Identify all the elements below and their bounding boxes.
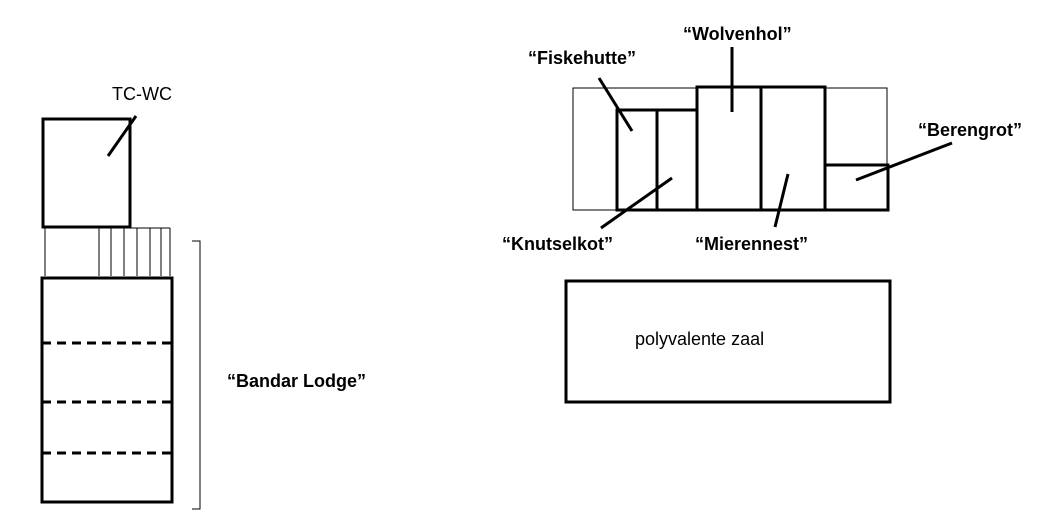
tc-wc-building (41, 117, 132, 229)
room-knutselkot (655, 108, 699, 212)
berengrot-label: “Berengrot” (918, 120, 1022, 140)
tc-wc-label: TC-WC (112, 84, 172, 104)
bandar-lodge-room-dividers (42, 341, 172, 455)
polyvalente-zaal-label: polyvalente zaal (635, 329, 764, 349)
tc-wc-pointer (106, 115, 138, 157)
polyvalente-zaal-building (564, 279, 892, 404)
outer-building-outline (572, 87, 888, 211)
fiskehutte-label: “Fiskehutte” (528, 48, 636, 68)
knutselkot-pointer (600, 176, 673, 230)
room-wolvenhol (695, 85, 763, 212)
room-outlines (615, 85, 890, 212)
fiskehutte-pointer (597, 77, 634, 132)
room-mierennest (759, 85, 827, 212)
room-fiskehutte (615, 108, 659, 212)
wolvenhol-label: “Wolvenhol” (683, 24, 792, 44)
room-pointers (597, 47, 953, 230)
berengrot-pointer (855, 141, 953, 182)
bandar-lodge-building (40, 276, 174, 504)
knutselkot-label: “Knutselkot” (502, 234, 613, 254)
bandar-lodge-brace (192, 240, 201, 510)
mierennest-label: “Mierennest” (695, 234, 808, 254)
bandar-lodge-label: “Bandar Lodge” (227, 371, 366, 391)
mierennest-pointer (773, 173, 790, 228)
room-berengrot (823, 163, 890, 212)
connector-walkway (44, 227, 171, 276)
